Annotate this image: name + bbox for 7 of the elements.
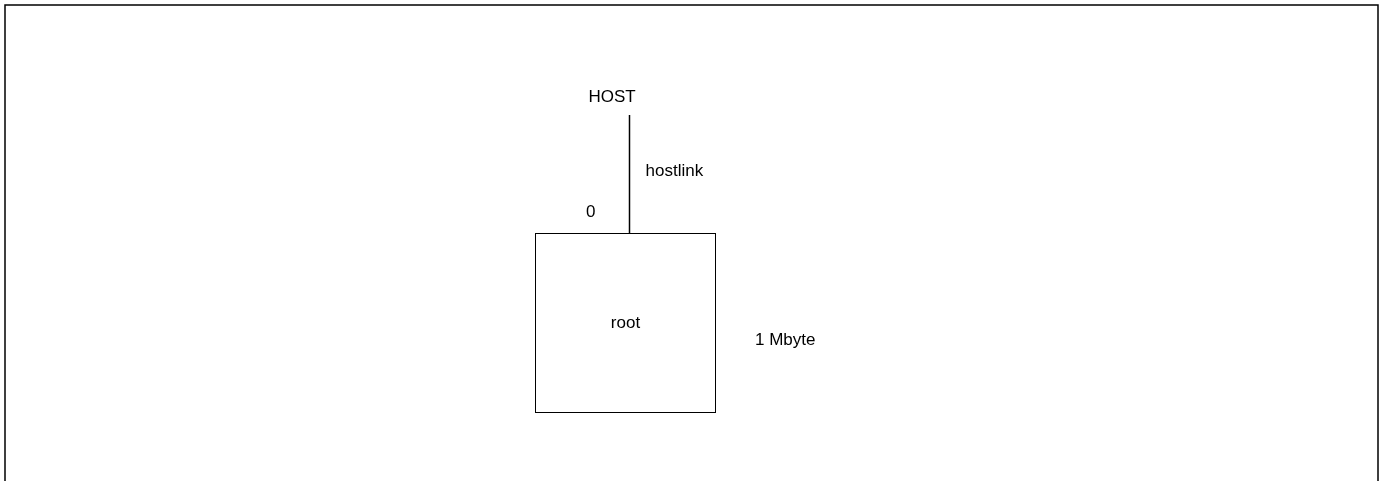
host-label: HOST [588, 87, 636, 107]
edge-label: hostlink [645, 161, 704, 181]
link-number: 0 [586, 202, 596, 222]
processor-spec: 1 Mbyte [755, 330, 816, 350]
processor-name: root [610, 313, 641, 333]
link-line [628, 114, 631, 234]
processor-box [535, 233, 716, 413]
